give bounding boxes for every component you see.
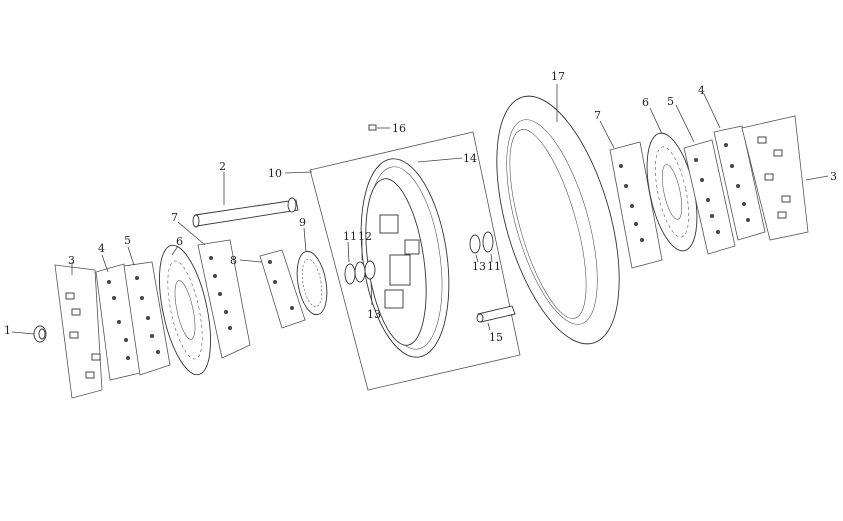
- part-13-right-bearing: 13: [469, 234, 486, 273]
- callout-9: 9: [299, 216, 306, 229]
- callout-3-right: 3: [830, 170, 837, 183]
- callout-16: 16: [392, 122, 406, 135]
- part-7-left-spacer-set: 7: [171, 211, 251, 359]
- callout-6-left: 6: [176, 235, 183, 248]
- callout-4-right: 4: [698, 84, 705, 97]
- callout-5-right: 5: [667, 95, 674, 108]
- part-3-right-bolt-set: 3: [741, 115, 837, 241]
- part-14-rim: 14: [360, 152, 477, 358]
- callout-1: 1: [4, 324, 11, 337]
- callout-7-right: 7: [594, 109, 601, 122]
- callout-4-left: 4: [98, 242, 105, 255]
- callout-17: 17: [551, 70, 565, 83]
- callout-2: 2: [219, 160, 226, 173]
- callout-14: 14: [463, 152, 477, 165]
- callout-11-b: 11: [487, 260, 501, 273]
- part-1-axle-nut: 1: [4, 324, 47, 343]
- callout-13-a: 13: [367, 308, 381, 321]
- part-8-screw-set: 8: [230, 249, 306, 329]
- part-15-spacer-tube: 15: [476, 305, 516, 344]
- part-3-left-bolt-set: 3: [54, 254, 103, 399]
- callout-15: 15: [489, 331, 503, 344]
- bolt-icons-right: [757, 136, 791, 219]
- part-2-axle-shaft: 2: [192, 160, 299, 228]
- callout-5-left: 5: [124, 234, 131, 247]
- callout-8: 8: [230, 254, 237, 267]
- part-11-right-bearing: 11: [482, 231, 501, 273]
- part-13-left-bearing: 13: [364, 260, 381, 321]
- callout-11-a: 11: [343, 230, 357, 243]
- callout-10: 10: [268, 167, 282, 180]
- callout-6-right: 6: [642, 96, 649, 109]
- part-7-right-spacer-set: 7: [594, 109, 663, 269]
- part-16-valve: 16: [368, 122, 406, 135]
- bolt-icons: [65, 292, 101, 379]
- part-12-seal: 12: [354, 230, 372, 283]
- callout-3-left: 3: [68, 254, 75, 267]
- part-17-tire: 17: [496, 70, 620, 345]
- part-4-right-washer-set: 4: [698, 84, 766, 241]
- part-6-left-brake-disc: 6: [159, 235, 211, 376]
- part-9-ring: 9: [296, 216, 328, 316]
- callout-12: 12: [358, 230, 372, 243]
- callout-7-left: 7: [171, 211, 178, 224]
- part-6-right-brake-disc: 6: [642, 96, 698, 252]
- part-4-left-washer-set: 4: [95, 242, 141, 381]
- callout-13-b: 13: [472, 260, 486, 273]
- part-5-left-washer-set: 5: [123, 234, 171, 376]
- part-5-right-washer-set: 5: [667, 95, 736, 255]
- part-11-left-bearing: 11: [343, 230, 357, 285]
